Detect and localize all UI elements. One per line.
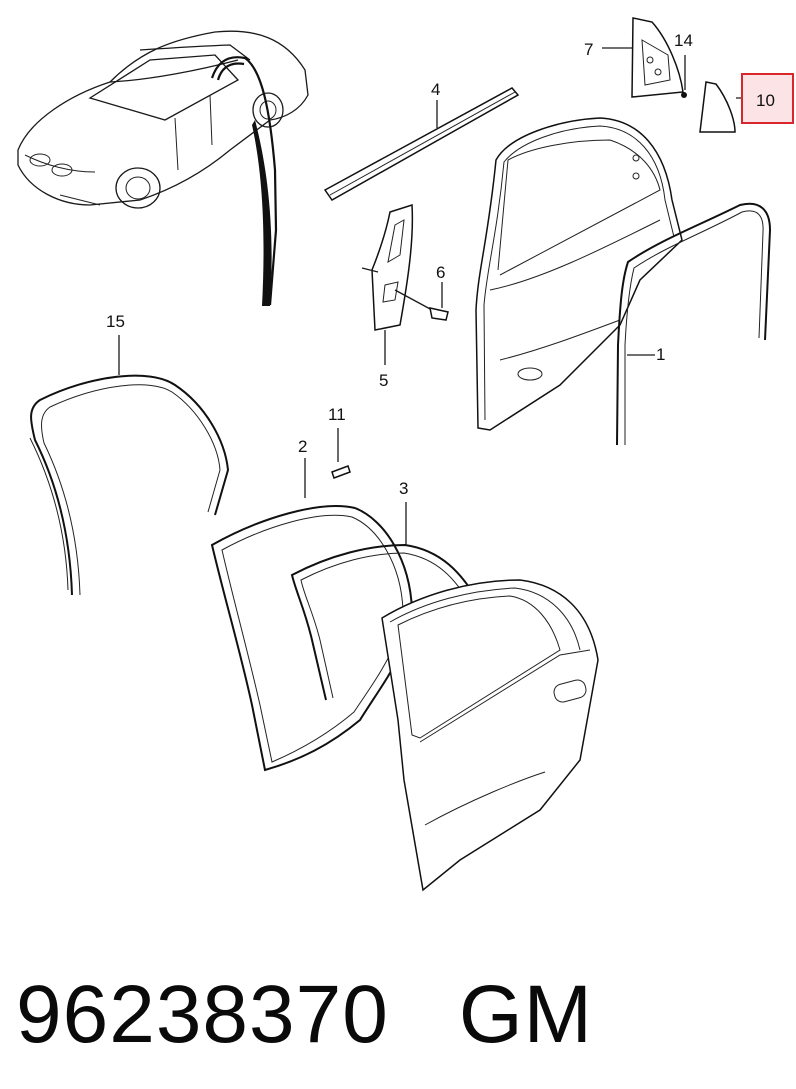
exploded-parts-diagram: 1 2 3 4 5 6 7 10 11 14 15 (17, 17, 794, 892)
part-11-clip (331, 428, 351, 479)
callout-11: 11 (328, 405, 346, 424)
part-15-opening-weatherstrip (29, 335, 230, 596)
callout-1: 1 (656, 345, 665, 364)
part-10-corner-cover (699, 73, 794, 133)
callout-2: 2 (298, 437, 307, 456)
part-2-rear-weatherstrip (210, 458, 414, 772)
rear-door-panel (381, 579, 599, 892)
part-6-bolt (394, 282, 449, 321)
callout-6: 6 (436, 263, 445, 282)
brand-name: GM (458, 969, 593, 1060)
part-4-belt-molding (323, 87, 520, 201)
callout-14: 14 (674, 31, 693, 50)
car-overview (17, 30, 309, 306)
footer: 96238370 GM (16, 955, 776, 1075)
part-number: 96238370 (16, 969, 389, 1060)
callout-15: 15 (106, 312, 125, 331)
callout-4: 4 (431, 80, 440, 99)
front-door-panel (475, 117, 683, 431)
callout-5: 5 (379, 371, 388, 390)
part-7-mirror-mount (602, 17, 687, 98)
callout-3: 3 (399, 479, 408, 498)
highlight-box (741, 73, 794, 124)
callout-7: 7 (584, 40, 593, 59)
part-3-window-weatherstrip (290, 502, 481, 701)
part-5-pillar-trim (361, 203, 414, 365)
part-1-weatherstrip (616, 202, 772, 446)
callout-10: 10 (756, 91, 775, 110)
